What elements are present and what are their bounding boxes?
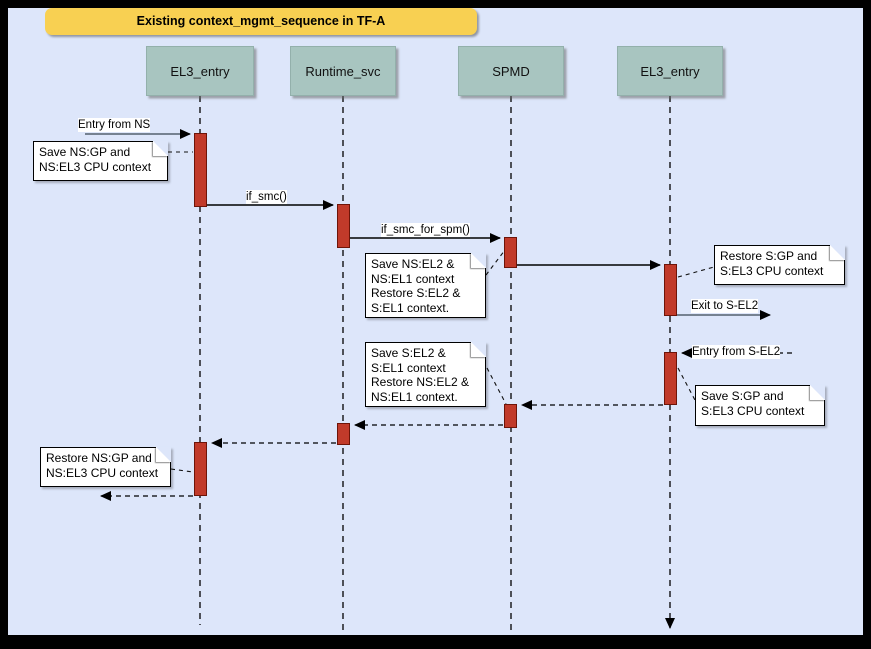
message-label-if-smc-for-spm: if_smc_for_spm(): [381, 223, 470, 237]
lifeline-label: SPMD: [492, 63, 530, 79]
activation-spmd-2: [504, 404, 517, 428]
activation-el3-left-2: [194, 442, 207, 496]
activation-spmd-1: [504, 237, 517, 268]
activation-runtime-svc-1: [337, 204, 350, 248]
note-text-line: NS:EL3 CPU context: [46, 465, 159, 480]
diagram-canvas: [8, 8, 863, 635]
activation-el3-left-1: [194, 133, 207, 207]
note-text-line: NS:EL3 CPU context: [39, 159, 152, 174]
message-label-entry-from-s-el2: Entry from S-EL2: [692, 345, 781, 359]
lifeline-label: EL3_entry: [640, 63, 700, 79]
note-text-line: NS:EL1 context: [371, 271, 455, 286]
note-connector-save-ns-el2: [485, 249, 506, 276]
lifeline-label: EL3_entry: [170, 63, 230, 79]
lifeline-label: Runtime_svc: [305, 63, 381, 79]
note-text-line: Restore S:GP and: [720, 249, 818, 263]
note-text-line: Save NS:EL2 &: [371, 257, 455, 271]
note-save-s-gp-context: Save S:GP and S:EL3 CPU context: [695, 385, 825, 426]
note-text-line: Restore NS:EL2 &: [371, 375, 470, 389]
note-restore-s-gp-context: Restore S:GP and S:EL3 CPU context: [714, 245, 845, 285]
note-text-line: Save S:GP and: [701, 389, 784, 403]
note-text-line: S:EL3 CPU context: [701, 403, 805, 418]
lifeline-head-el3-entry-left: EL3_entry: [146, 46, 254, 96]
note-save-s-el2-restore-ns-el2: Save S:EL2 & S:EL1 context Restore NS:EL…: [365, 342, 486, 407]
activation-el3-right-1: [664, 264, 677, 316]
note-save-ns-el2-restore-s-el2: Save NS:EL2 & NS:EL1 context Restore S:E…: [365, 253, 486, 318]
activation-el3-right-2: [664, 352, 677, 405]
lifeline-head-el3-entry-right: EL3_entry: [617, 46, 723, 96]
note-text-line: Restore S:EL2 &: [371, 286, 461, 300]
note-connector-save-s-gp: [677, 367, 697, 403]
note-text-line: S:EL1 context: [371, 360, 446, 375]
note-text-line: Restore NS:GP and: [46, 451, 152, 465]
note-connector-restore-ns-gp: [170, 468, 194, 473]
message-label-exit-to-s-el2: Exit to S-EL2: [691, 299, 759, 313]
diagram-title-banner: Existing context_mgmt_sequence in TF-A: [45, 8, 477, 35]
note-connector-save-s-el2: [486, 367, 507, 405]
note-save-ns-gp-context: Save NS:GP and NS:EL3 CPU context: [33, 141, 168, 181]
message-label-entry-from-ns: Entry from NS: [78, 118, 151, 132]
note-text-line: Save NS:GP and: [39, 145, 131, 159]
lifeline-head-runtime-svc: Runtime_svc: [290, 46, 396, 96]
note-text-line: S:EL3 CPU context: [720, 263, 824, 278]
note-text-line: NS:EL1 context.: [371, 389, 458, 404]
lifeline-head-spmd: SPMD: [458, 46, 564, 96]
note-text-line: S:EL1 context.: [371, 300, 450, 315]
note-text-line: Save S:EL2 &: [371, 346, 446, 360]
activation-runtime-svc-2: [337, 423, 350, 445]
note-restore-ns-gp-context: Restore NS:GP and NS:EL3 CPU context: [40, 447, 171, 487]
note-connector-restore-s-gp: [677, 266, 715, 278]
message-label-if-smc: if_smc(): [246, 190, 287, 204]
